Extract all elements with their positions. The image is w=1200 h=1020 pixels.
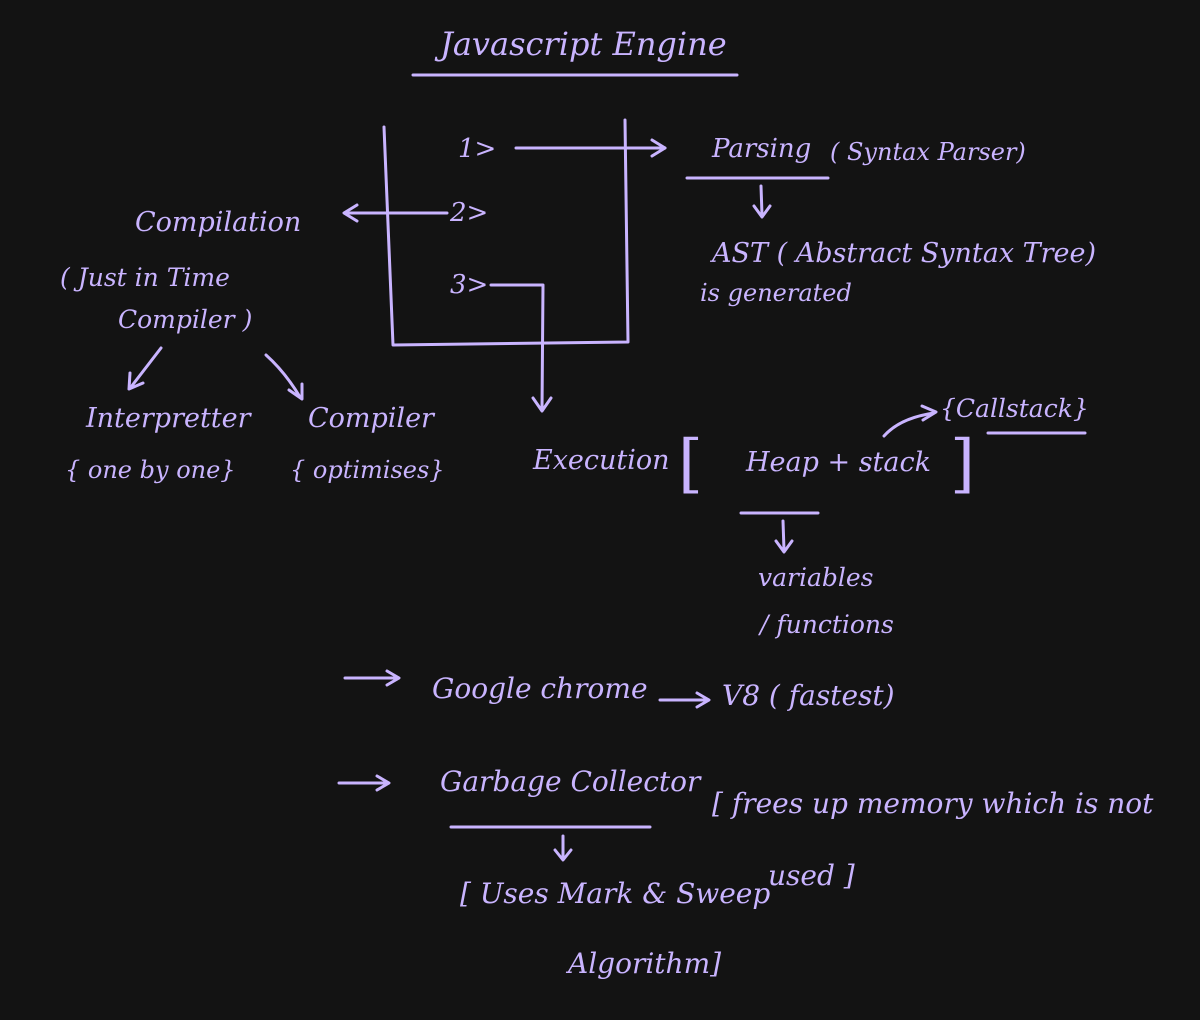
- interpreter-note: { one by one}: [65, 456, 236, 484]
- parsing-label: Parsing: [712, 134, 812, 164]
- garbage-collector-label: Garbage Collector: [440, 765, 701, 798]
- compiler-label: Compiler: [308, 403, 434, 434]
- execution-label: Execution: [533, 445, 670, 476]
- heap-down-arrow-head: [774, 539, 794, 554]
- engine-box: [382, 118, 630, 347]
- google-chrome-label: Google chrome: [432, 672, 648, 705]
- interpreter-label: Interpretter: [86, 403, 251, 434]
- compiler-note: { optimises}: [290, 456, 445, 484]
- step-3-label: 3>: [450, 270, 489, 300]
- parsing-down-arrow-head: [752, 204, 772, 219]
- step-1-label: 1>: [458, 134, 497, 164]
- mark-sweep-label: [ Uses Mark & Sweep: [460, 877, 771, 910]
- stack-to-callstack-arrow: [882, 411, 936, 438]
- step3-arrow-head: [531, 396, 553, 413]
- ast-generated-label: is generated: [700, 279, 852, 307]
- step2-arrow-head: [342, 203, 359, 223]
- step1-arrow-head: [650, 138, 667, 158]
- jit-to-interpreter-head: [127, 371, 145, 391]
- functions-label: / functions: [760, 610, 894, 639]
- diagram-title: Javascript Engine: [440, 25, 727, 63]
- syntax-parser-label: ( Syntax Parser): [830, 138, 1026, 166]
- jit-to-compiler-head: [287, 382, 304, 401]
- jit-to-interpreter-arrow: [129, 346, 163, 389]
- step-2-label: 2>: [450, 198, 489, 228]
- chrome-to-v8-head: [695, 691, 711, 709]
- garbage-down-arrow-head: [553, 848, 573, 862]
- execution-bracket-open: [: [678, 427, 703, 501]
- used-label: used ]: [768, 859, 855, 892]
- jit-line-1: ( Just in Time: [60, 263, 230, 292]
- frees-memory-label: [ frees up memory which is not: [712, 787, 1154, 820]
- heap-down-arrow: [781, 519, 786, 552]
- algorithm-label: Algorithm]: [568, 947, 722, 980]
- jit-to-compiler-arrow: [264, 353, 302, 399]
- v8-label: V8 ( fastest): [722, 679, 895, 712]
- gc-bullet-head: [375, 774, 391, 792]
- jit-line-2: Compiler ): [118, 305, 253, 334]
- ast-label: AST ( Abstract Syntax Tree): [712, 238, 1097, 269]
- compilation-label: Compilation: [135, 207, 302, 238]
- execution-bracket-close: ]: [950, 427, 975, 501]
- heap-stack-label: Heap + stack: [746, 447, 931, 478]
- callstack-label: {Callstack}: [940, 394, 1089, 423]
- variables-label: variables: [758, 563, 874, 592]
- chrome-bullet-head: [385, 669, 401, 687]
- stack-to-callstack-head: [920, 404, 938, 422]
- step3-arrow-line: [489, 283, 545, 412]
- parsing-down-arrow: [759, 184, 764, 217]
